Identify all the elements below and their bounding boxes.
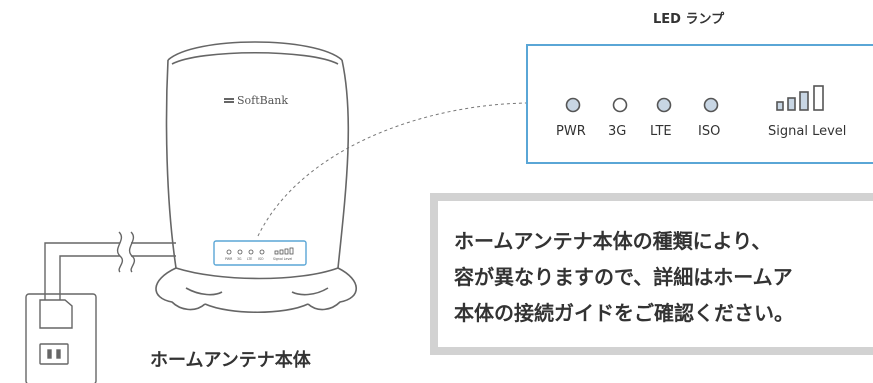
note-callout-body: ホームアンテナ本体の種類により、 容が異なりますので、詳細はホームア 本体の接続… [438,201,873,347]
led-label-iso: ISO [698,124,721,139]
power-cable [44,231,176,300]
svg-text:ISO: ISO [258,257,264,261]
led-indicators [565,85,824,113]
softbank-logo: SoftBank [224,94,288,107]
brand-name: SoftBank [237,94,289,107]
led-iso-icon [703,97,719,113]
note-line: ホームアンテナ本体の種類により、 [454,229,772,253]
note-callout: ホームアンテナ本体の種類により、 容が異なりますので、詳細はホームア 本体の接続… [430,193,873,355]
led-panel: PWR 3G LTE ISO Signal Level [526,44,873,164]
wall-outlet [25,293,97,383]
device-mini-labels: PWR 3G LTE ISO Signal Level [225,257,292,261]
led-3g-icon [612,97,628,113]
led-label-lte: LTE [650,124,672,139]
svg-text:PWR: PWR [225,257,233,261]
svg-text:LTE: LTE [247,257,252,261]
device-label: ホームアンテナ本体 [150,350,311,371]
svg-text:Signal Level: Signal Level [273,257,292,261]
connector-dashed-line [257,102,527,237]
home-antenna-device [155,41,357,313]
led-label-3g: 3G [608,124,627,139]
svg-text:3G: 3G [237,257,242,261]
note-line: 本体の接続ガイドをご確認ください。 [454,301,794,325]
led-panel-title: LED ランプ [653,12,725,27]
note-line: 容が異なりますので、詳細はホームア [454,265,793,289]
note-text: ホームアンテナ本体の種類により、 容が異なりますので、詳細はホームア 本体の接続… [454,223,873,331]
led-label-signal: Signal Level [768,124,847,139]
led-pwr-icon [565,97,581,113]
led-label-pwr: PWR [556,124,586,139]
device-mini-leds [226,247,294,255]
signal-level-bars-icon [776,85,824,111]
led-lte-icon [656,97,672,113]
logo-bars-icon [224,97,234,104]
